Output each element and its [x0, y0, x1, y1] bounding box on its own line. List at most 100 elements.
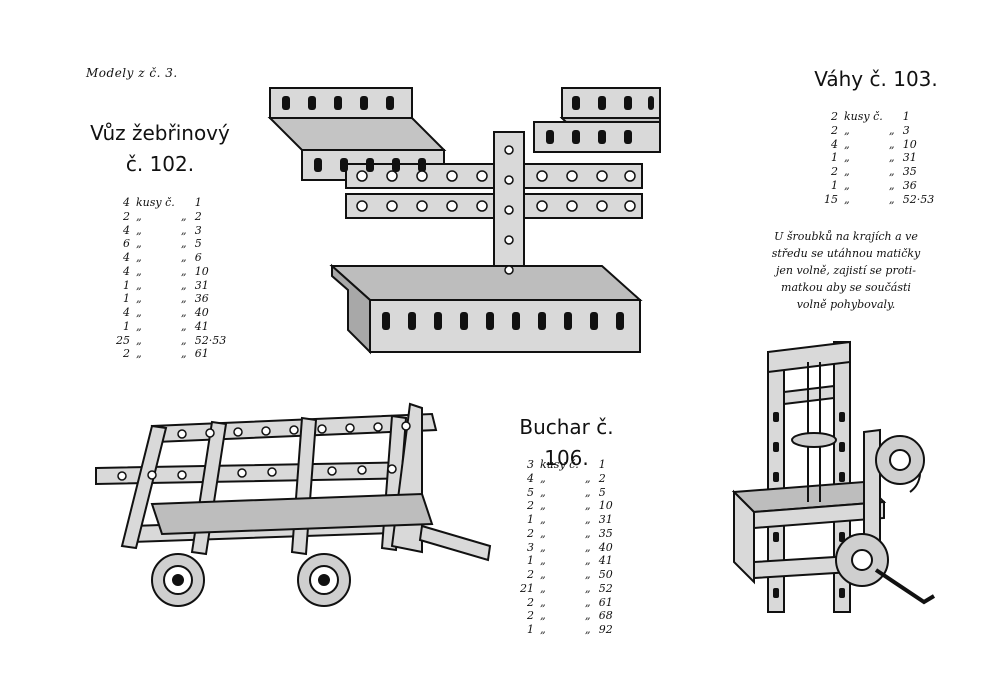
part-ditto: „	[584, 540, 591, 554]
part-ditto: „	[888, 137, 895, 151]
parts-row: 3 kusy č. 1	[514, 458, 613, 472]
part-ditto: „	[584, 513, 591, 526]
part-unit: „	[136, 319, 142, 333]
part-unit: „	[844, 151, 850, 165]
part-number: 31	[194, 278, 209, 292]
part-ditto: „	[180, 306, 187, 319]
assembly-note: U šroubků na krajích a ve středu se utáh…	[752, 228, 940, 313]
part-quantity: 4	[123, 306, 130, 319]
part-quantity: 2	[831, 123, 838, 137]
part-ditto: „	[180, 264, 187, 278]
model-title-buchar: Buchar č. 106.	[494, 412, 639, 474]
part-unit: „	[844, 192, 850, 206]
part-unit: „	[136, 223, 142, 237]
part-ditto: „	[584, 471, 591, 485]
parts-row: 25„„52·53	[110, 334, 226, 348]
part-ditto: „	[584, 609, 591, 623]
part-quantity: 5	[527, 485, 534, 499]
part-unit: „	[540, 554, 546, 568]
part-ditto: „	[180, 223, 187, 237]
part-unit: „	[540, 581, 546, 595]
part-number: 6	[194, 251, 202, 264]
parts-row: 1„„31	[818, 151, 934, 165]
part-quantity: 2	[527, 526, 534, 540]
part-quantity: 1	[527, 623, 534, 636]
parts-row: 1„„41	[514, 554, 613, 568]
scale-illustration	[262, 80, 662, 360]
part-unit: „	[540, 540, 546, 554]
part-number: 50	[598, 568, 613, 581]
part-unit: „	[136, 264, 142, 278]
part-number: 5	[194, 237, 202, 251]
part-quantity: 4	[527, 471, 534, 485]
part-quantity: 2	[527, 499, 534, 513]
part-number: 1	[902, 110, 910, 123]
model-title-vuz: Vůz žebřinový č. 102.	[90, 118, 230, 180]
part-quantity: 1	[123, 278, 130, 292]
part-number: 92	[598, 623, 613, 636]
part-unit: kusy č.	[844, 110, 883, 123]
parts-row: 6„„5	[110, 237, 226, 251]
parts-row: 4„„10	[110, 265, 226, 279]
part-unit: „	[844, 165, 850, 178]
part-number: 35	[598, 526, 613, 540]
part-unit: „	[844, 123, 850, 137]
model-title-vuz-line2: č. 102.	[125, 152, 195, 176]
part-ditto: „	[584, 526, 591, 540]
part-number: 3	[902, 123, 910, 137]
parts-row: 15„„52·53	[818, 193, 934, 207]
parts-row: 2„„50	[514, 568, 613, 582]
parts-row: 5„„5	[514, 486, 613, 500]
part-ditto	[579, 458, 595, 472]
part-ditto: „	[180, 237, 187, 251]
part-unit: „	[540, 471, 546, 485]
part-unit: „	[136, 333, 142, 347]
part-ditto: „	[584, 595, 591, 609]
part-ditto: „	[180, 319, 187, 333]
part-number: 31	[598, 513, 613, 526]
parts-row: 4„„40	[110, 306, 226, 320]
part-ditto: „	[888, 165, 895, 178]
part-quantity: 25	[116, 333, 130, 347]
part-quantity: 4	[123, 196, 130, 209]
hammer-illustration	[724, 322, 944, 622]
parts-row: 2„„68	[514, 609, 613, 623]
model-title-vahy-line1: Váhy č. 103.	[814, 67, 938, 91]
part-unit: „	[540, 513, 546, 526]
part-quantity: 1	[123, 292, 130, 306]
part-ditto: „	[888, 123, 895, 137]
parts-row: 4„„6	[110, 251, 226, 265]
part-quantity: 1	[527, 554, 534, 568]
parts-row: 1„„41	[110, 320, 226, 334]
part-quantity: 3	[527, 458, 534, 471]
part-ditto: „	[584, 485, 591, 499]
parts-row: 1„„36	[110, 292, 226, 306]
part-number: 5	[598, 485, 606, 499]
part-unit: „	[844, 178, 850, 192]
part-unit: „	[540, 595, 546, 609]
part-number: 52·53	[194, 333, 227, 347]
part-ditto: „	[584, 499, 591, 513]
parts-row: 2„„35	[818, 165, 934, 179]
part-ditto: „	[180, 251, 187, 264]
part-number: 1	[598, 458, 606, 471]
part-ditto: „	[888, 192, 895, 206]
parts-row: 2„„61	[110, 347, 226, 361]
part-quantity: 4	[831, 137, 838, 151]
wagon-illustration	[92, 396, 492, 614]
part-quantity: 2	[527, 595, 534, 609]
part-unit: „	[844, 137, 850, 151]
part-ditto	[175, 196, 191, 210]
part-ditto: „	[888, 178, 895, 192]
part-unit: kusy č.	[540, 458, 579, 471]
part-number: 36	[194, 292, 209, 306]
parts-row: 2„„35	[514, 527, 613, 541]
part-quantity: 6	[123, 237, 130, 251]
part-number: 52	[598, 581, 613, 595]
part-quantity: 1	[831, 151, 838, 165]
part-number: 52·53	[902, 192, 935, 206]
part-ditto: „	[584, 554, 591, 568]
